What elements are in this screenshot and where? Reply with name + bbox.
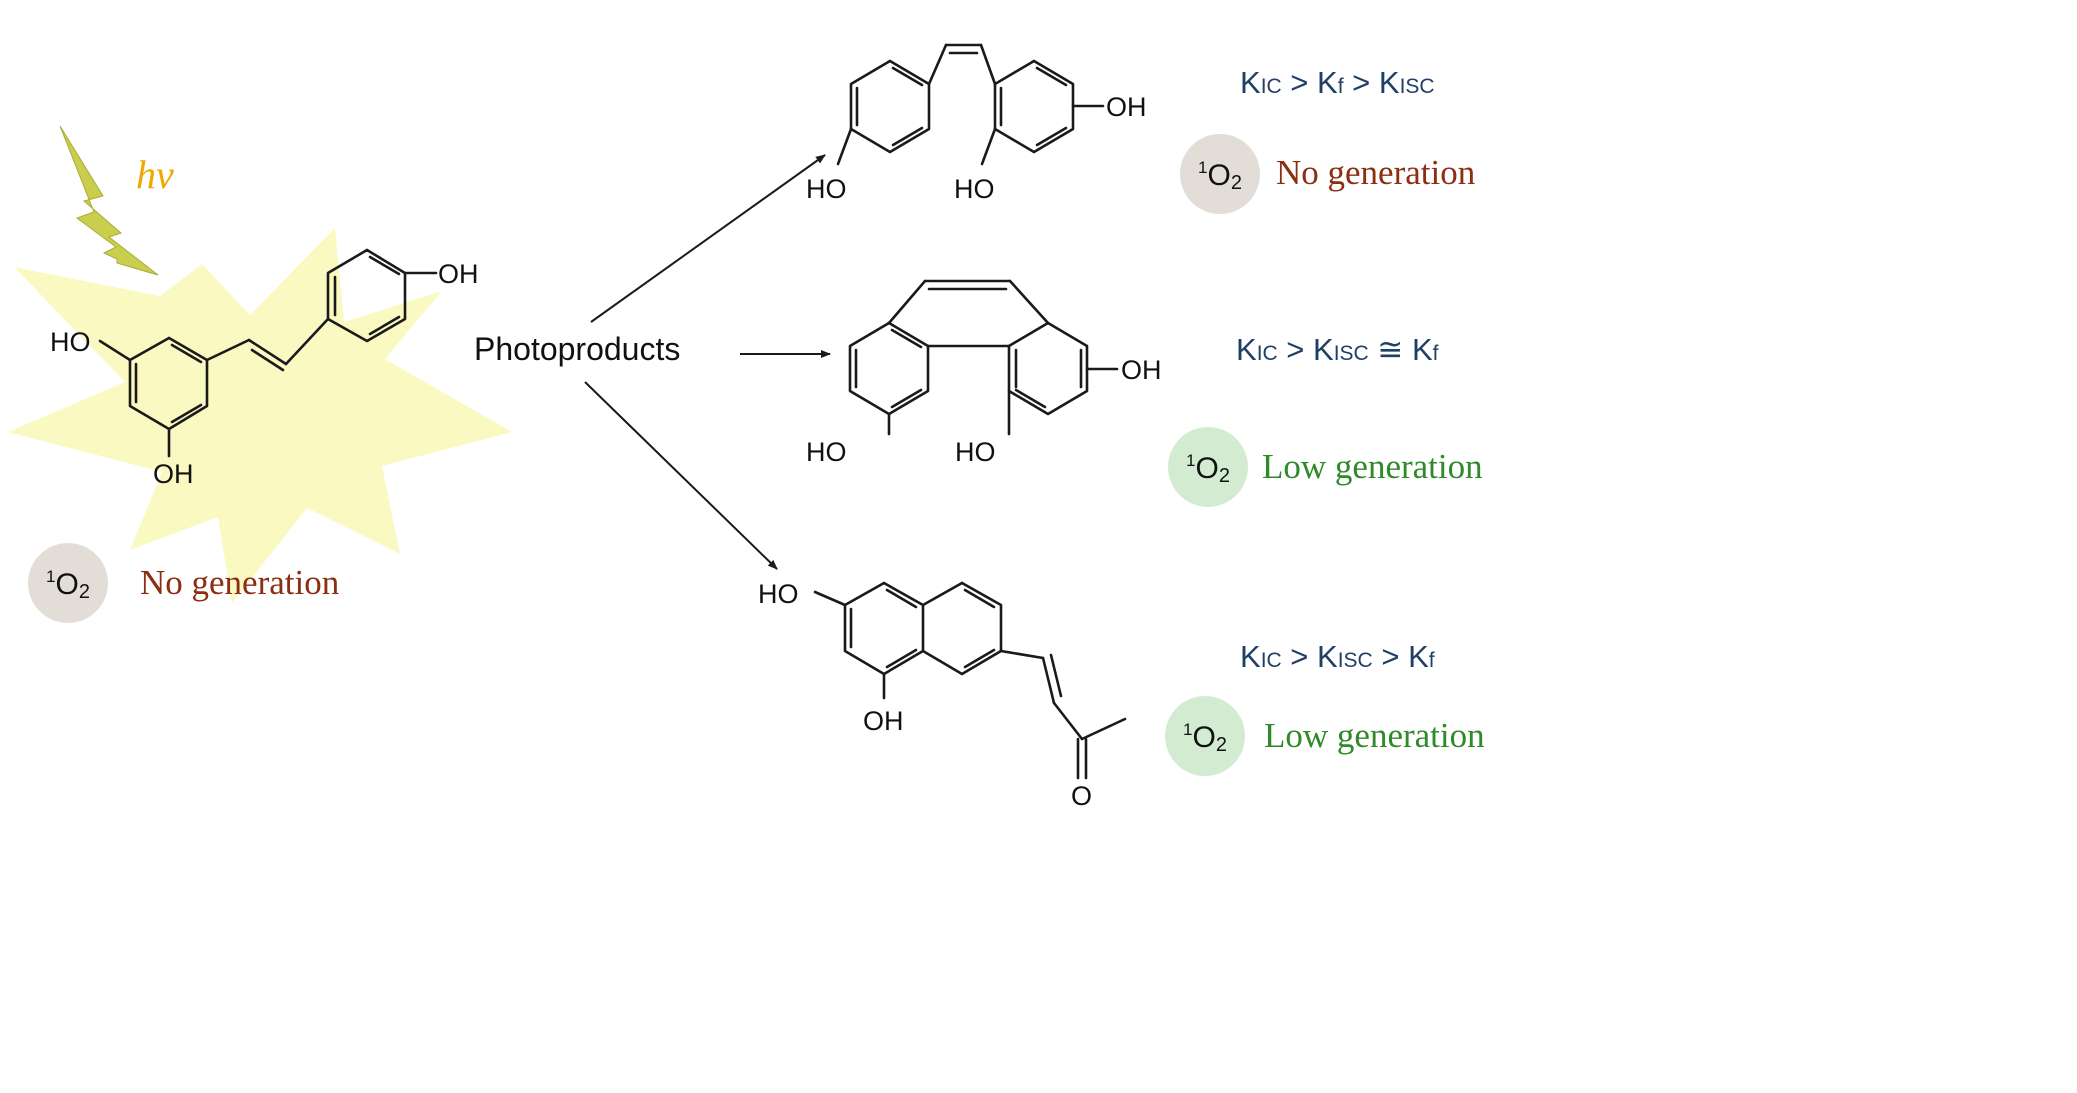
singlet-oxygen-badge bbox=[1180, 134, 1260, 214]
singlet-oxygen-status-product-1: 1O2 No generation bbox=[1180, 134, 1475, 214]
singlet-oxygen-formula: 1O2 bbox=[46, 567, 90, 603]
generation-status: Low generation bbox=[1264, 716, 1485, 755]
phenanthrene-structure: HO HO OH bbox=[806, 279, 1162, 467]
singlet-oxygen-status-resveratrol: 1O2 No generation bbox=[28, 543, 339, 623]
light-burst bbox=[8, 228, 512, 603]
resveratrol-photoproducts-diagram: hν HO OH OH 1O2 No generation Photoprodu… bbox=[8, 43, 1485, 811]
carbonyl-oxygen-label: O bbox=[1071, 781, 1092, 811]
naphthalene-enone-structure: HO OH O bbox=[758, 579, 1127, 811]
singlet-oxygen-status-product-3: 1O2 Low generation bbox=[1165, 696, 1485, 776]
ho-label: HO bbox=[50, 327, 91, 357]
ho-label: HO bbox=[954, 174, 995, 204]
rate-order-product-3: KIC > KISC > Kf bbox=[1240, 639, 1435, 674]
photoproducts-label: Photoproducts bbox=[474, 331, 680, 367]
generation-status: Low generation bbox=[1262, 447, 1483, 486]
lightning-bolt-icon bbox=[59, 125, 159, 276]
singlet-oxygen-formula: 1O2 bbox=[1186, 451, 1230, 487]
oh-label: OH bbox=[1106, 92, 1147, 122]
oh-label: OH bbox=[438, 259, 479, 289]
singlet-oxygen-badge bbox=[1165, 696, 1245, 776]
ho-label: HO bbox=[955, 437, 996, 467]
generation-status: No generation bbox=[1276, 153, 1475, 192]
rate-order-product-1: KIC > Kf > KISC bbox=[1240, 65, 1435, 100]
singlet-oxygen-badge bbox=[28, 543, 108, 623]
ho-label: HO bbox=[806, 174, 847, 204]
arrow-to-naphthalene bbox=[584, 381, 778, 570]
generation-status: No generation bbox=[140, 563, 339, 602]
oh-label: OH bbox=[1121, 355, 1162, 385]
rate-order-product-2: KIC > KISC ≅ Kf bbox=[1236, 332, 1439, 367]
ho-label: HO bbox=[758, 579, 799, 609]
oh-label: OH bbox=[153, 459, 194, 489]
singlet-oxygen-formula: 1O2 bbox=[1183, 720, 1227, 756]
singlet-oxygen-status-product-2: 1O2 Low generation bbox=[1168, 427, 1483, 507]
trans-resveratrol-structure: HO OH OH bbox=[50, 248, 479, 489]
oh-label: OH bbox=[863, 706, 904, 736]
singlet-oxygen-badge bbox=[1168, 427, 1248, 507]
light-energy-label: hν bbox=[136, 152, 174, 197]
singlet-oxygen-formula: 1O2 bbox=[1198, 158, 1242, 194]
cis-resveratrol-structure: HO HO OH bbox=[806, 43, 1147, 204]
ho-label: HO bbox=[806, 437, 847, 467]
arrow-to-cis-resveratrol bbox=[590, 154, 826, 323]
